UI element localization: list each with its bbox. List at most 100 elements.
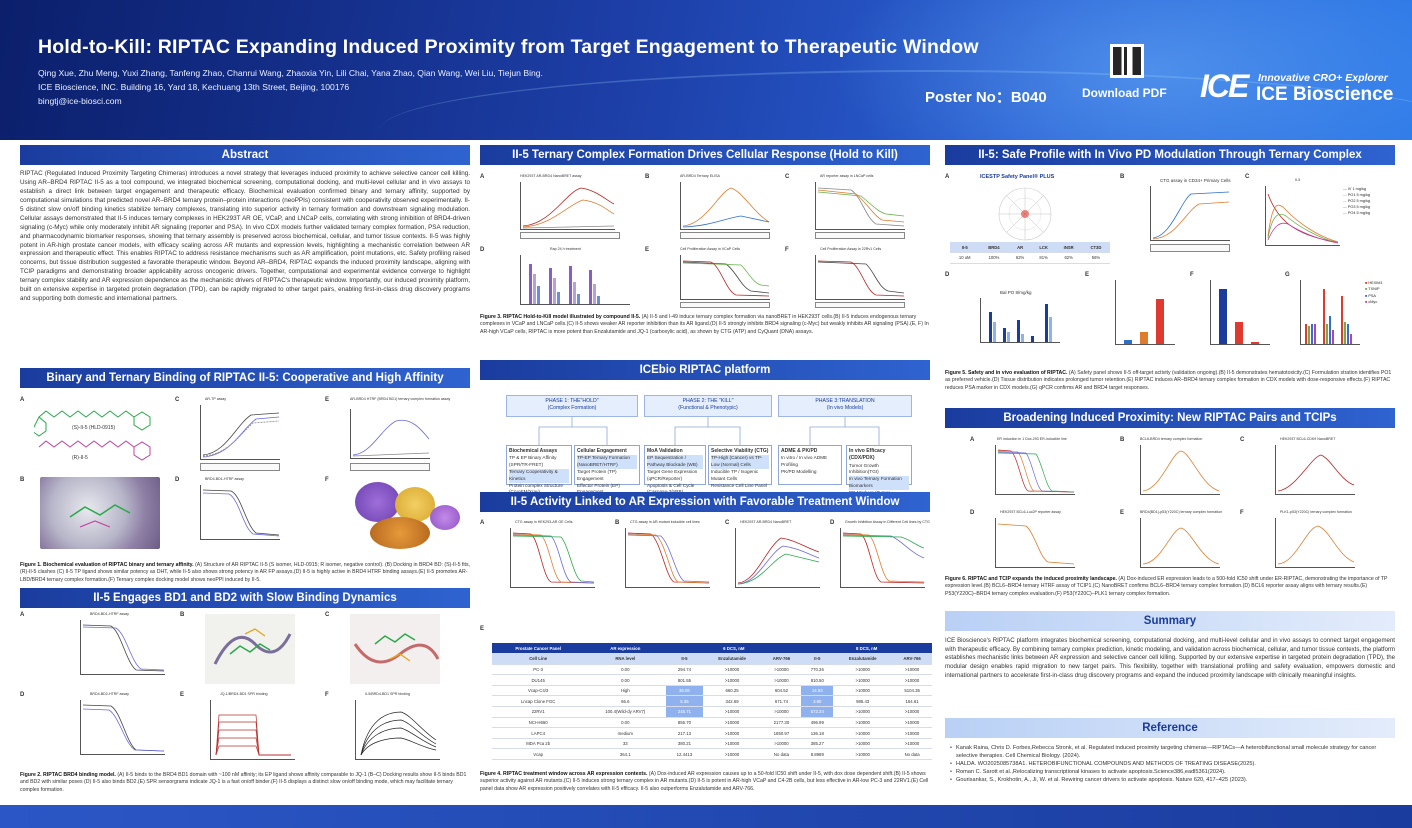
table-cell: medium	[584, 727, 667, 739]
phase-3: PHASE 3:TRANSLATION(In vivo Models)	[778, 395, 912, 417]
activity-heading: II-5 Activity Linked to AR Expression wi…	[480, 492, 930, 512]
chart-e	[350, 409, 430, 459]
chart-title: II-5/BRD4-BD1 SPR binding	[365, 692, 410, 696]
panel-label: B	[20, 477, 25, 483]
chart-title: Rap 24 h treatment	[550, 247, 581, 251]
table-cell: 364.1	[584, 748, 667, 761]
chart-c	[815, 182, 905, 230]
panel-label: F	[325, 477, 329, 483]
biochemical-assays-box: Biochemical Assays TP & EP Binary Affini…	[506, 445, 572, 501]
broaden-heading: Broadening Induced Proximity: New RIPTAC…	[945, 408, 1395, 428]
chart-title: BRD4-BD1-HTRF assay	[90, 612, 129, 616]
selective-viability-box: Selective Viability (CTG) TP-High (Cance…	[708, 445, 772, 488]
binary-heading: Binary and Ternary Binding of RIPTAC II-…	[20, 368, 470, 388]
legend-c: — IV 1 mg/kg — PO1 5 mg/kg — PO2 5 mg/kg…	[1343, 187, 1371, 216]
logo-tagline: Innovative CRO+ Explorer	[1258, 72, 1388, 84]
panel-label: F	[1190, 272, 1194, 278]
panel-label: C	[725, 520, 730, 526]
chart-e-spr	[210, 700, 295, 760]
table-cell: 0.00	[584, 664, 667, 676]
molecule-structure-icon	[34, 410, 151, 461]
chart-title: BRD4-BD2-HTRF assay	[90, 692, 129, 696]
figure-4-caption: Figure 4. RIPTAC treatment window across…	[480, 771, 929, 792]
chart-c	[735, 528, 820, 588]
table-cell: 985.43	[833, 695, 893, 708]
panel-label: B	[1120, 174, 1125, 180]
chart-e	[680, 255, 770, 300]
table-cell: 33	[584, 738, 667, 750]
bd-heading: II-5 Engages BD1 and BD2 with Slow Bindi…	[20, 588, 470, 608]
molecule-label-s: (S)-II-5 (HLD-0915)	[72, 425, 116, 431]
ic50-table	[1150, 244, 1230, 252]
table-cell: NCI-H660	[492, 717, 585, 729]
table-cell: >10000	[892, 674, 932, 686]
table-cell: 164.61	[892, 695, 932, 708]
safety-heading: II-5: Safe Profile with In Vivo PD Modul…	[945, 145, 1395, 165]
chart-a	[80, 620, 165, 675]
panel-label: B	[1120, 437, 1125, 443]
panel-label: E	[480, 626, 485, 632]
bd1-docking-image	[205, 614, 295, 684]
ic50-table	[200, 463, 280, 471]
table-cell: 810.50	[801, 674, 834, 686]
reference-heading: Reference	[945, 718, 1395, 738]
panel-label: C	[325, 612, 330, 618]
phase-2: PHASE 2: THE "KILL"(Functional & Phenoty…	[644, 395, 772, 417]
table-cell: >10000	[761, 738, 802, 750]
table-cell: 66.6	[584, 695, 667, 708]
table-cell: 342.69	[702, 695, 762, 708]
figure-5-caption: Figure 5. Safety and in vivo evaluation …	[945, 370, 1392, 391]
table-cell: 0.00	[584, 674, 667, 686]
table-cell: >10000	[892, 717, 932, 729]
chart-d	[840, 528, 925, 588]
email-link[interactable]: bingtj@ice-biosci.com	[38, 96, 122, 106]
figure-3-caption: Figure 3. RIPTAC Hold-to-Kill model illu…	[480, 314, 929, 335]
table-cell: >10000	[892, 738, 932, 750]
panel-label: D	[830, 520, 835, 526]
table-cell: >10000	[761, 674, 802, 686]
chart-b	[680, 182, 770, 230]
chart-e	[1140, 518, 1220, 568]
chart-title: AR-BRD4 HTRF (BRD4 BD1) ternary complex …	[350, 397, 451, 401]
qr-code-icon[interactable]	[1110, 44, 1144, 78]
ic50-table	[815, 302, 905, 308]
chart-e-bars	[1115, 280, 1175, 345]
table-cell: 294.74	[666, 664, 703, 676]
ternary-heading: II-5 Ternary Complex Formation Drives Ce…	[480, 145, 930, 165]
chart-f	[815, 255, 905, 300]
moa-validation-box: MoA Validation EP Sequestration / Pathwa…	[644, 445, 706, 494]
chart-b	[625, 528, 710, 588]
panel-label: A	[20, 397, 25, 403]
docking-surface-image	[40, 477, 160, 549]
chart-title: CTG assay in CD34+ Primary Cells	[1160, 178, 1231, 183]
table-cell: 496.99	[801, 717, 834, 729]
chart-title: BCL6-BRD4 ternary complex formation	[1140, 437, 1203, 441]
table-cell: >10000	[833, 706, 893, 718]
table-cell: 660.25	[702, 685, 762, 697]
platform-diagram: PHASE 1: THE"HOLD"(Complex Formation) PH…	[500, 395, 920, 502]
table-cell: >10000	[892, 664, 932, 676]
table-cell: >10000	[833, 727, 893, 739]
molecule-label-r: (R)-II-5	[72, 455, 88, 461]
table-cell: >10000	[892, 706, 932, 718]
in-vivo-efficacy-box: In vivo Efficacy (CDX/PDX) Tumor Growth …	[846, 445, 912, 502]
download-pdf-link[interactable]: Download PDF	[1082, 86, 1167, 100]
table-cell: >10000	[833, 738, 893, 750]
table-cell: LAPC4	[492, 727, 585, 739]
affiliation: ICE Bioscience, INC. Building 16, Yard 1…	[38, 82, 350, 92]
poster-header: Hold-to-Kill: RIPTAC Expanding Induced P…	[0, 0, 1412, 140]
table-cell: 380.21	[666, 738, 703, 750]
radial-safety-chart	[998, 187, 1052, 241]
poster-footer	[0, 805, 1412, 828]
safety-panel-label: ICESTP Safety Panel® PLUS	[980, 174, 1055, 180]
table-cell: >10000	[702, 706, 762, 718]
panel-label: E	[180, 692, 185, 698]
chart-title: CTG assay in HEK293-AR OE Cells	[515, 520, 573, 524]
figure-1: A (S)-II-5 (HLD-0915) (R)-II-5 B C AR-TP…	[20, 395, 470, 560]
panel-label: D	[175, 477, 180, 483]
chart-a	[510, 528, 595, 588]
table-cell: 35.06	[666, 685, 703, 697]
